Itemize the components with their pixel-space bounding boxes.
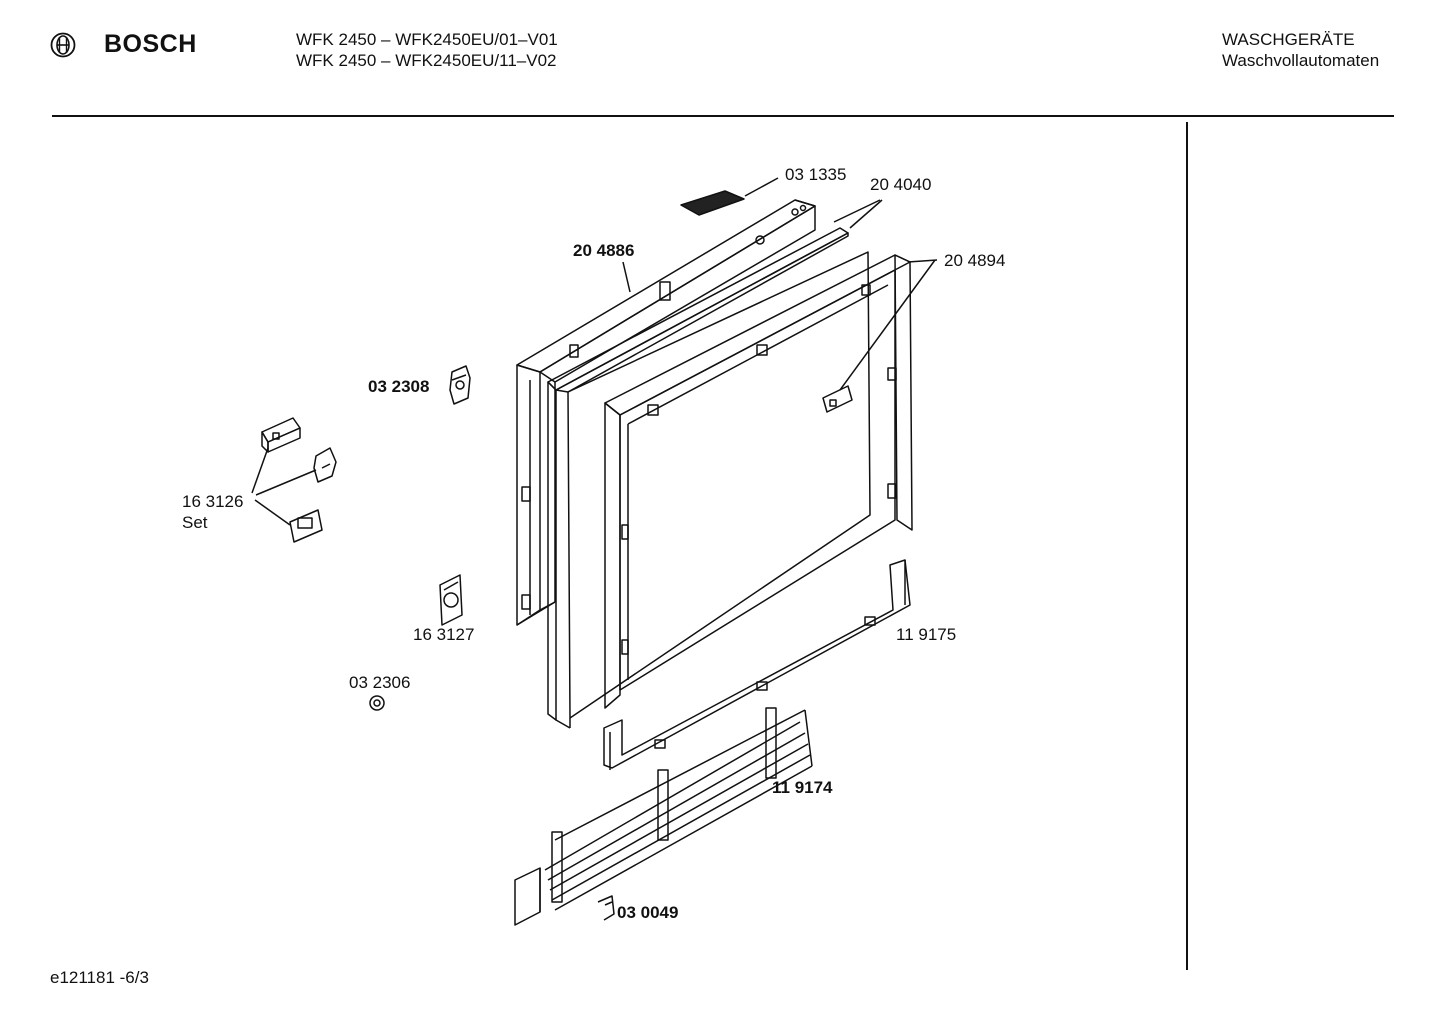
part-163126-set — [251, 417, 337, 543]
part-label-204040: 20 4040 — [870, 175, 932, 194]
part-label-204894: 20 4894 — [944, 251, 1006, 270]
part-label-032308: 03 2308 — [368, 377, 430, 396]
part-label-032306: 03 2306 — [349, 673, 411, 692]
part-119175-bottom-profile — [603, 559, 911, 770]
part-119174-grille — [514, 707, 813, 926]
model-line-1: WFK 2450 – WFK2450EU/01–V01 — [296, 30, 558, 49]
part-label-163126: 16 3126 — [182, 492, 244, 511]
drawing-id: e121181 -6/3 — [50, 968, 149, 987]
part-204040-panel — [547, 199, 883, 729]
part-label-030049: 03 0049 — [617, 903, 679, 922]
bosch-armature-logo-icon — [50, 32, 76, 58]
model-line-2: WFK 2450 – WFK2450EU/11–V02 — [296, 51, 557, 70]
part-label-119175: 11 9175 — [896, 625, 957, 644]
part-204894-inner-frame — [604, 254, 938, 709]
part-label-031335: 03 1335 — [785, 165, 847, 184]
category-title: WASCHGERÄTE — [1222, 30, 1355, 49]
part-label-119174: 11 9174 — [772, 778, 833, 797]
part-204886-outer-frame — [516, 199, 816, 626]
header-divider — [52, 115, 1394, 117]
category-subtitle: Waschvollautomaten — [1222, 51, 1380, 70]
part-label-204886: 20 4886 — [573, 241, 635, 260]
part-label-163127: 16 3127 — [413, 625, 475, 644]
part-label-163126-note: Set — [182, 513, 208, 532]
part-030049-clip — [597, 895, 615, 921]
side-divider — [1186, 122, 1188, 970]
part-163127-lock — [439, 574, 463, 626]
part-031335-plate — [680, 177, 779, 216]
part-032306-knob — [369, 695, 385, 711]
part-032308-clip — [449, 365, 471, 405]
brand-name: BOSCH — [104, 30, 197, 58]
